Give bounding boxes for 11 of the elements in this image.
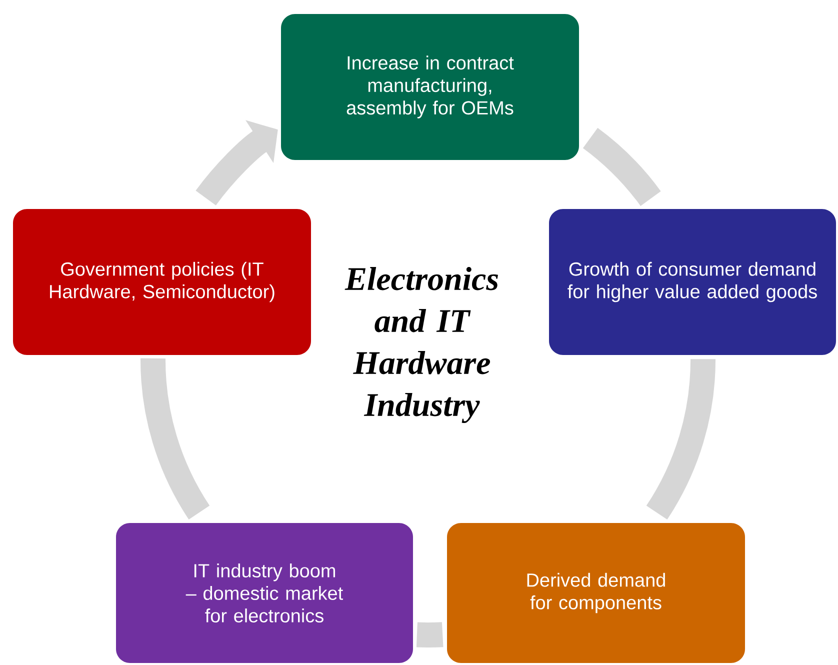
center-title: Electronics and IT Hardware Industry bbox=[344, 266, 498, 423]
curved-arrow bbox=[196, 120, 278, 206]
curved-band bbox=[646, 358, 716, 520]
process-box: Derived demand for components bbox=[447, 523, 745, 663]
curved-band bbox=[140, 358, 210, 520]
curved-band bbox=[416, 622, 444, 648]
process-box: IT industry boom – domestic market for electronics bbox=[116, 523, 413, 663]
process-box: Government policies (IT Hardware, Semiconductor) bbox=[13, 209, 311, 355]
curved-band bbox=[582, 128, 661, 206]
process-box: Growth of consumer demand for higher value added goods bbox=[549, 209, 836, 355]
process-box: Increase in contract manufacturing, assembly for OEMs bbox=[281, 14, 579, 160]
